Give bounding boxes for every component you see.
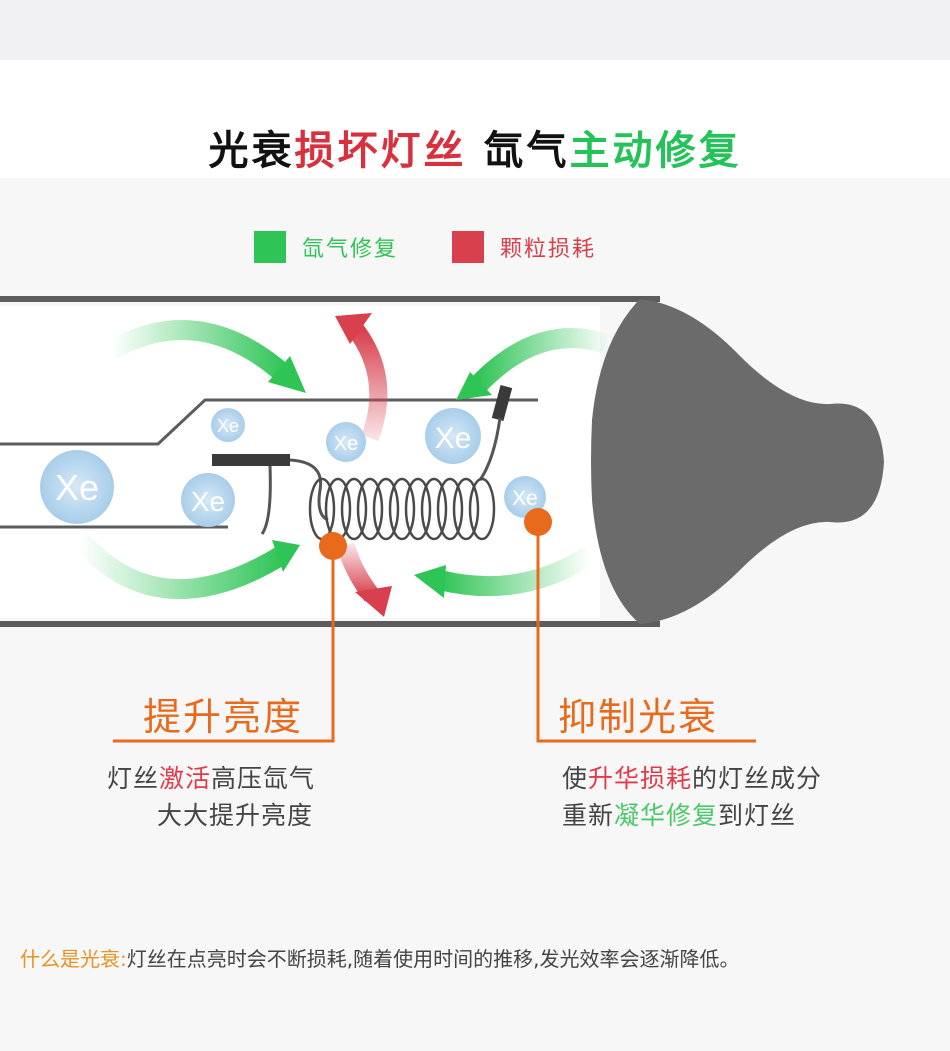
title-part-3: 氙气 — [483, 128, 570, 174]
page-title: 光衰损坏灯丝 氙气主动修复 — [0, 118, 950, 176]
red-arrowhead-up — [335, 313, 372, 344]
xenon-atom: Xe — [181, 473, 235, 527]
svg-text:Xe: Xe — [55, 467, 99, 508]
green-arrow-bottom-right — [437, 546, 596, 597]
callout-title-left: 提升亮度 — [143, 695, 304, 739]
legend-swatch-green — [254, 231, 286, 263]
title-part-1: 光衰 — [208, 128, 295, 174]
right-lead-wire — [478, 417, 502, 481]
xenon-atom: Xe — [40, 450, 114, 524]
red-arrow-up — [348, 324, 388, 442]
callout-dot-right — [524, 508, 552, 536]
legend-label-repair: 氙气修复 — [302, 237, 399, 262]
callout-dot-left — [319, 532, 347, 560]
left-electrode — [212, 454, 290, 466]
xenon-atom: Xe — [425, 408, 481, 464]
legend-item-repair: 氙气修复 — [254, 230, 398, 264]
green-arrow-bottom-left — [72, 533, 288, 600]
left-lead-wire — [289, 458, 329, 522]
green-arrowhead-top-left — [268, 356, 306, 393]
green-arrow-top-left — [107, 320, 292, 383]
top-band — [0, 0, 950, 60]
title-part-2: 损坏灯丝 — [294, 128, 467, 174]
lamp-base — [591, 299, 884, 624]
callout-desc-left-line1: 灯丝激活高压氙气 — [107, 764, 316, 793]
footer-note: 什么是光衰:灯丝在点亮时会不断损耗,随着使用时间的推移,发光效率会逐渐降低。 — [20, 943, 940, 972]
green-arrow-top-right — [470, 328, 614, 392]
svg-text:Xe: Xe — [217, 416, 239, 436]
callout-desc-right-line2: 重新凝华修复到灯丝 — [562, 801, 797, 830]
title-part-4: 主动修复 — [569, 128, 742, 174]
footer-text: 灯丝在点亮时会不断损耗,随着使用时间的推移,发光效率会逐渐降低。 — [126, 947, 740, 971]
svg-text:Xe: Xe — [435, 422, 472, 455]
callout-line-left — [113, 548, 335, 743]
right-electrode — [491, 385, 513, 421]
callout-title-right: 抑制光衰 — [558, 695, 719, 739]
svg-text:Xe: Xe — [334, 433, 358, 455]
legend-label-loss: 颗粒损耗 — [500, 237, 597, 262]
callout-desc-right: 使升华损耗的灯丝成分 重新凝华修复到灯丝 — [562, 760, 822, 834]
green-arrowhead-top-right — [456, 372, 492, 400]
green-arrowhead-bottom-right — [414, 565, 446, 598]
svg-text:Xe: Xe — [512, 487, 538, 510]
callout-desc-right-line1: 使升华损耗的灯丝成分 — [562, 764, 823, 793]
callout-line-right — [536, 524, 756, 743]
svg-text:Xe: Xe — [191, 486, 225, 517]
filament-coil — [308, 477, 496, 541]
green-arrowhead-bottom-left — [272, 540, 300, 572]
xenon-atom: Xe — [326, 422, 366, 462]
callout-desc-left: 灯丝激活高压氙气 大大提升亮度 — [107, 760, 315, 834]
callout-desc-left-line2: 大大提升亮度 — [157, 801, 314, 830]
xenon-atom: Xe — [504, 476, 546, 518]
legend-item-loss: 颗粒损耗 — [452, 230, 596, 264]
title-band — [0, 60, 950, 178]
left-support-wire — [260, 465, 272, 535]
legend-swatch-red — [452, 231, 484, 263]
red-arrowhead-down — [355, 586, 392, 617]
footer-lead: 什么是光衰: — [20, 947, 127, 971]
xenon-atom: Xe — [211, 408, 245, 442]
